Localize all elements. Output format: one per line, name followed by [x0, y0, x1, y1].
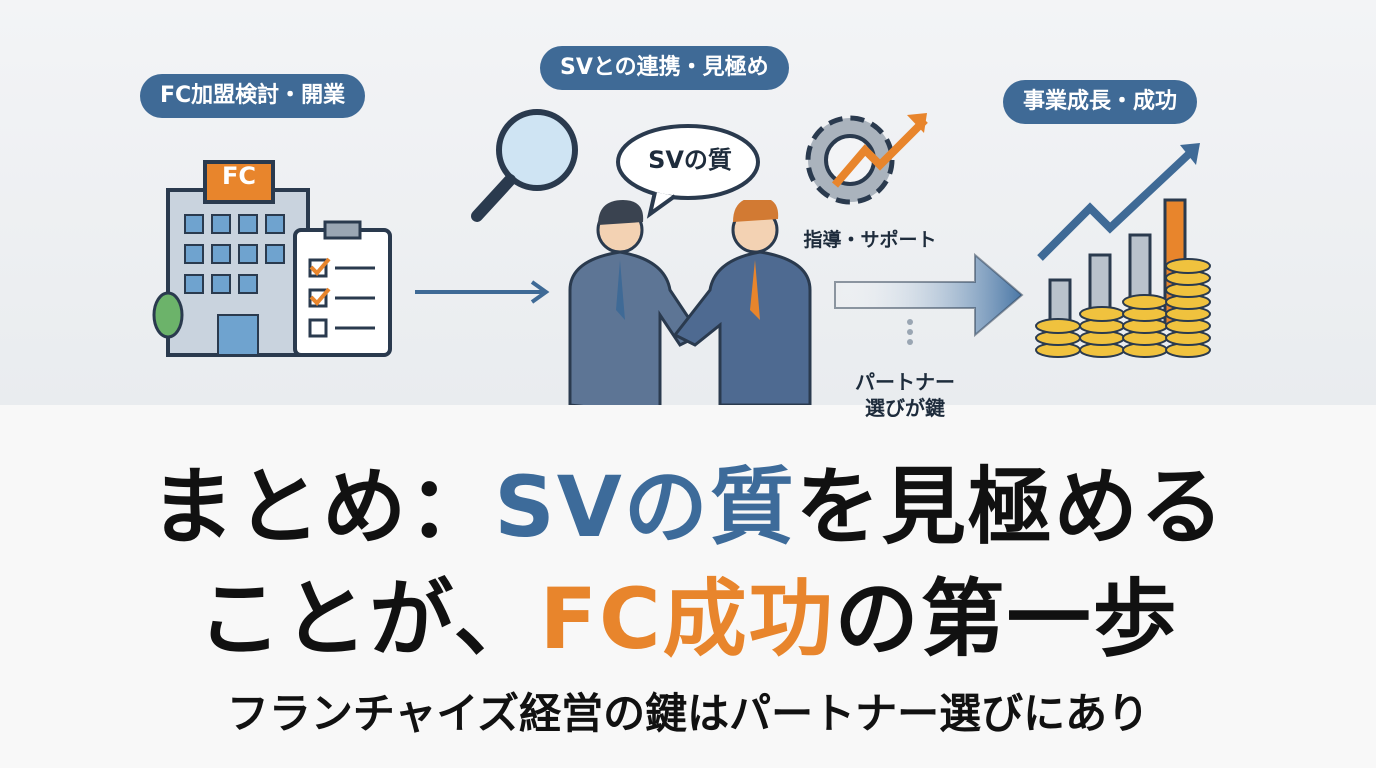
headline-text: ことが、	[197, 570, 540, 668]
headline-highlight-fc: FC成功	[539, 570, 835, 668]
stage-label-fc-join: FC加盟検討・開業	[140, 74, 366, 118]
trend-arrow-icon	[831, 117, 928, 188]
headline-line2: ことが、FC成功の第一歩	[0, 552, 1376, 673]
headline-text: の第一歩	[834, 570, 1179, 668]
partner-label-line2: 選びが鍵	[865, 396, 945, 420]
gear-icon	[805, 113, 928, 205]
headline-text: まとめ：	[150, 458, 495, 556]
magnifier-icon	[471, 109, 578, 222]
headline-text: を見極める	[795, 458, 1226, 556]
headline-area	[0, 405, 1376, 768]
stage-label-sv-partnership: SVとの連携・見極め	[540, 46, 789, 90]
speech-bubble-icon	[616, 124, 760, 219]
partner-label-line1: パートナー	[855, 370, 955, 394]
coin-stack-chart-icon	[1035, 143, 1211, 358]
building-sign: FC	[221, 162, 256, 190]
headline-line1: まとめ：SVの質を見極める	[0, 440, 1376, 561]
speech-bubble-text: SVの質	[648, 146, 732, 174]
big-arrow-icon	[834, 252, 1024, 345]
support-label: 指導・サポート	[803, 229, 937, 251]
building-icon	[152, 160, 392, 357]
arrow-right-icon	[415, 280, 550, 304]
stage-label-growth: 事業成長・成功	[1003, 80, 1198, 124]
headline-highlight-sv: SVの質	[494, 458, 796, 556]
handshake-icon	[568, 200, 812, 405]
subheadline: フランチャイズ経営の鍵はパートナー選びにあり	[226, 689, 1150, 738]
